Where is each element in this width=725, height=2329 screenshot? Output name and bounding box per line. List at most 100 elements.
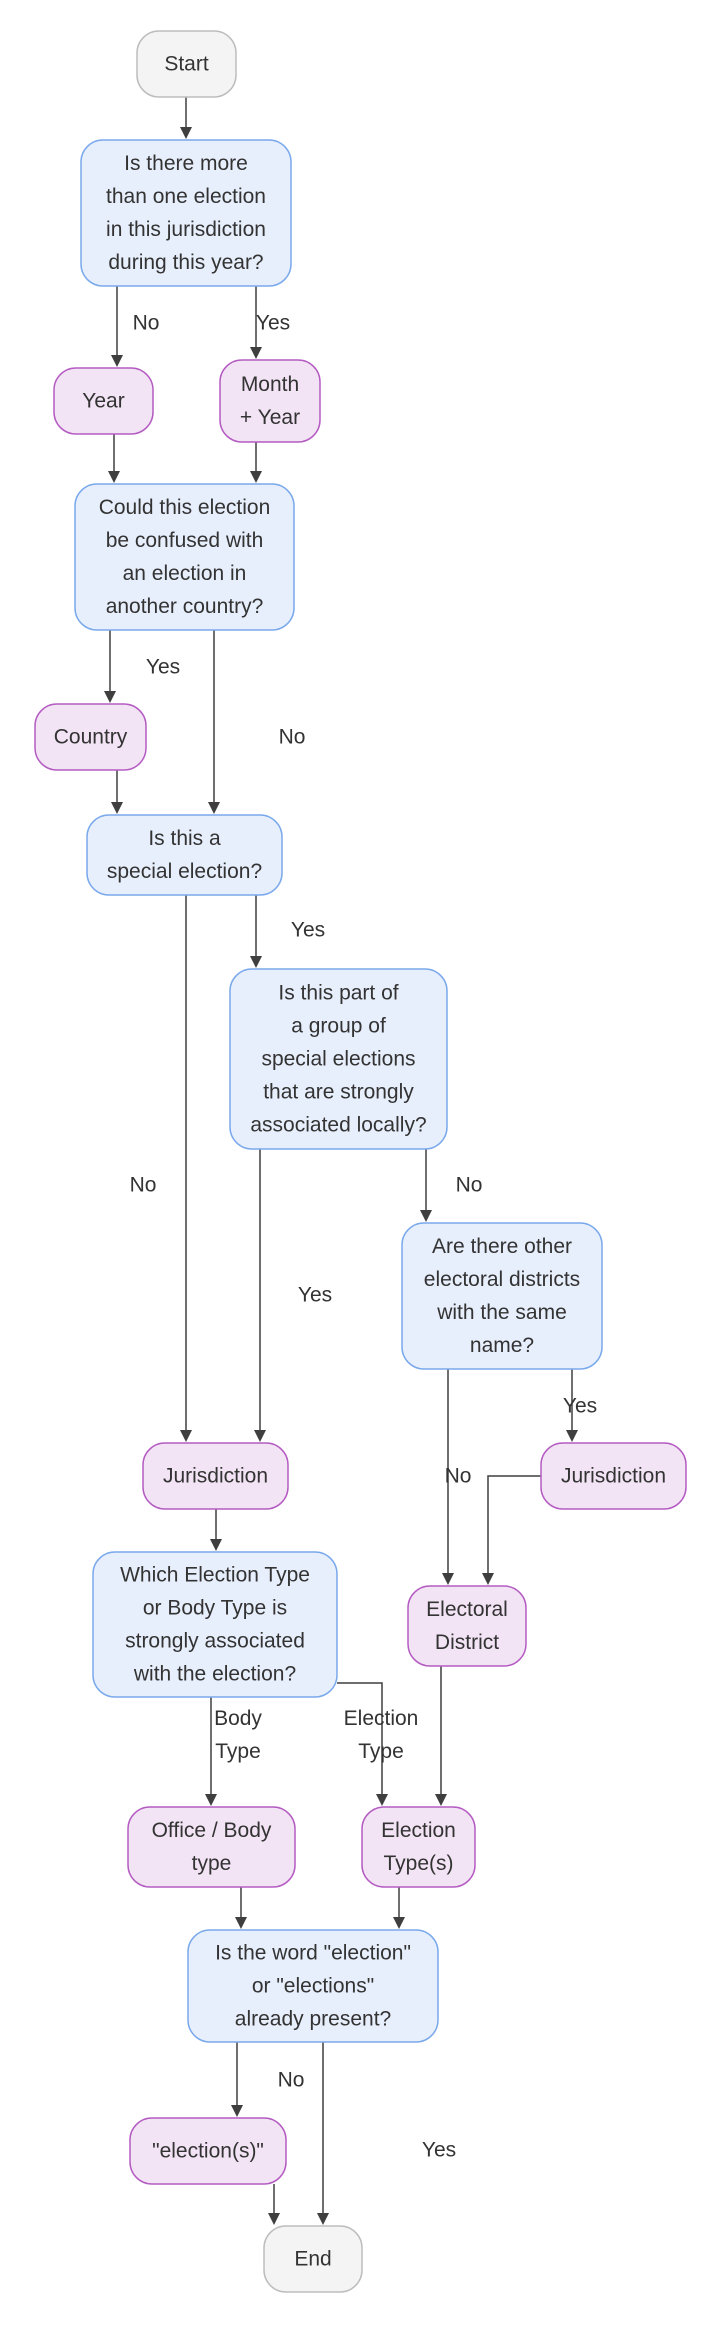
node-jurisdiction-2-line-1: Jurisdiction [561,1465,666,1488]
edge-label-multiple-yes-line-1: Yes [256,312,290,335]
edge-label-word-no-line-1: No [278,2069,305,2092]
node-start-box [136,30,237,98]
node-q-group-line-3: special elections [261,1048,415,1071]
node-country: Country [34,703,147,771]
node-office-body: Office / Body type [127,1806,296,1888]
node-year: Year [53,367,154,435]
node-jurisdiction-1-box [142,1442,289,1510]
node-q-word-line-1: Is the word "election" [215,1942,411,1965]
edge-jurisdiction-2-to-electoral-district [482,1475,541,1585]
node-q-type-line-4: with the election? [133,1663,296,1686]
node-q-multiple-box [80,139,292,287]
node-q-multiple-line-2: than one election [106,185,266,208]
node-jurisdiction-2-box [540,1442,687,1510]
node-q-confused-line-2: be confused with [106,529,264,552]
node-q-type-box [92,1551,338,1698]
node-q-group-box [229,968,448,1150]
node-month-year-box [219,359,321,443]
edge-label-word-yes-line-1: Yes [422,2139,456,2162]
edge-label-group-yes: Yes [298,1284,332,1307]
node-office-body-line-1: Office / Body [152,1819,272,1842]
node-q-confused: Could this election be confused with an el… [74,483,295,631]
edge-label-special-yes-line-1: Yes [291,919,325,942]
node-election-types-line-2: Type(s) [383,1852,453,1875]
edge-label-confused-yes: Yes [146,656,180,679]
node-q-multiple-line-1: Is there more [124,152,248,175]
node-end-line-1: End [294,2248,331,2271]
node-q-group-line-1: Is this part of [278,982,398,1005]
node-jurisdiction-2: Jurisdiction [540,1442,687,1510]
node-q-word-line-3: already present? [235,2008,391,2031]
node-q-confused-line-4: another country? [106,595,264,618]
edge-label-group-no: No [456,1174,483,1197]
node-country-box [34,703,147,771]
edge-label-other-yes-line-1: Yes [563,1395,597,1418]
node-electoral-district-line-2: District [435,1631,499,1654]
edge-label-word-no: No [278,2069,305,2092]
edge-label-special-no-line-1: No [130,1174,157,1197]
node-end: End [263,2225,363,2293]
edge-label-multiple-yes: Yes [256,312,290,335]
node-q-multiple-line-4: during this year? [108,251,263,274]
edge-label-group-no-line-1: No [456,1174,483,1197]
node-q-confused-line-3: an election in [123,562,247,585]
node-q-other-districts-line-2: electoral districts [424,1268,580,1291]
node-q-other-districts-line-4: name? [470,1334,534,1357]
edge-label-confused-yes-line-1: Yes [146,656,180,679]
edge-label-other-yes: Yes [563,1395,597,1418]
node-election-types-line-1: Election [381,1819,456,1842]
edge-label-special-yes: Yes [291,919,325,942]
node-month-year-line-2: + Year [240,406,300,429]
edge-label-confused-no: No [279,726,306,749]
edge-label-confused-no-line-1: No [279,726,306,749]
edge-label-type-body-line-1: Body [214,1707,262,1730]
edge-label-type-body-line-2: Type [215,1740,261,1763]
node-q-confused-line-1: Could this election [99,496,271,519]
node-office-body-box [127,1806,296,1888]
node-year-box [53,367,154,435]
node-q-type-line-2: or Body Type is [143,1597,287,1620]
node-start-line-1: Start [164,53,209,76]
node-month-year-line-1: Month [241,373,299,396]
node-jurisdiction-1: Jurisdiction [142,1442,289,1510]
edge-label-special-no: No [130,1174,157,1197]
node-jurisdiction-1-line-1: Jurisdiction [163,1465,268,1488]
node-q-word-box [187,1929,439,2043]
node-end-box [263,2225,363,2293]
node-q-multiple: Is there more than one election in this ju… [80,139,292,287]
node-elections-word-line-1: "election(s)" [152,2140,264,2163]
node-q-special-line-1: Is this a [148,827,221,850]
node-q-multiple-line-3: in this jurisdiction [106,218,266,241]
node-office-body-line-2: type [192,1852,232,1875]
edges [104,97,578,2225]
node-elections-word-box [129,2117,287,2185]
edge-label-other-no-line-1: No [445,1465,472,1488]
edge-type-election-to-election-types [337,1682,388,1806]
node-election-types-box [361,1806,476,1888]
node-q-word-line-2: or "elections" [252,1975,374,1998]
node-q-group-line-5: associated locally? [250,1114,426,1137]
node-q-group: Is this part of a group of special electio… [229,968,448,1150]
node-q-word: Is the word "election" or "elections" alre… [187,1929,439,2043]
node-country-line-1: Country [54,726,128,749]
edge-label-type-election-line-2: Type [358,1740,404,1763]
node-q-other-districts-line-1: Are there other [432,1235,572,1258]
node-q-type-line-1: Which Election Type [120,1564,310,1587]
node-q-group-line-2: a group of [291,1015,386,1038]
node-q-other-districts-box [401,1222,603,1370]
edge-label-type-election-line-1: Election [344,1707,419,1730]
node-q-group-line-4: that are strongly [263,1081,414,1104]
node-q-confused-box [74,483,295,631]
edge-label-other-no: No [445,1465,472,1488]
node-elections-word: "election(s)" [129,2117,287,2185]
edge-label-multiple-no: No [133,312,160,335]
node-electoral-district-box [407,1585,527,1667]
node-electoral-district-line-1: Electoral [426,1598,508,1621]
